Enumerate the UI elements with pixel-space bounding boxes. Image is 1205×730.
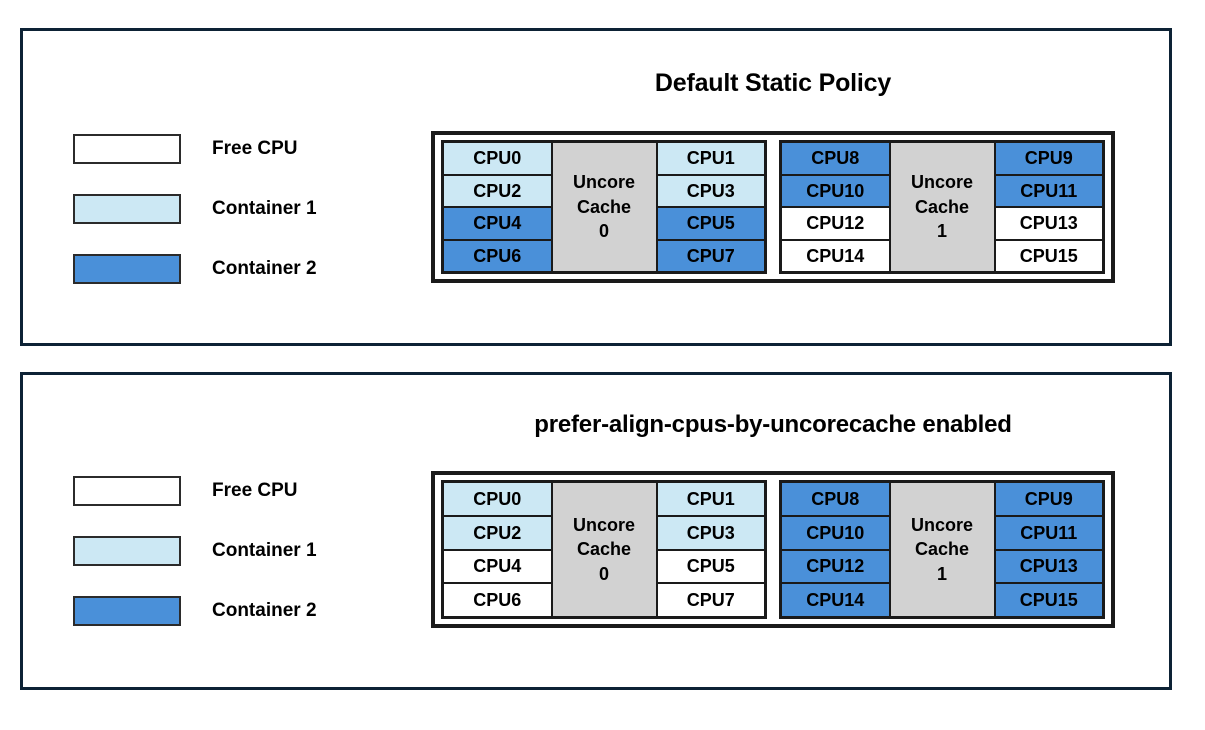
cpu-topology-diagram: CPU0 CPU2 CPU4 CPU6 Uncore Cache 0 CPU1 … — [431, 471, 1115, 628]
uncore-cache-label-line1: Uncore — [910, 172, 973, 193]
cpu-cell: CPU1 — [656, 482, 765, 516]
legend-label-free-cpu: Free CPU — [212, 138, 298, 159]
panel-prefer-align-cpus-by-uncorecache: prefer-align-cpus-by-uncorecache enabled… — [20, 372, 1172, 690]
uncore-cache-label-line2: Cache — [576, 539, 632, 560]
uncore-cache-label-line3: 1 — [936, 221, 947, 242]
cpu-cell: CPU0 — [443, 482, 552, 516]
cpu-cell: CPU14 — [781, 583, 890, 617]
panel-default-static-policy: Default Static Policy Free CPU Container… — [20, 28, 1172, 346]
cpu-cell: CPU12 — [781, 207, 890, 240]
cpu-cell: CPU3 — [656, 174, 765, 207]
cpu-cell: CPU7 — [656, 239, 765, 272]
cpu-column-right-0: CPU1 CPU3 CPU5 CPU7 — [656, 142, 765, 272]
cpu-topology-diagram: CPU0 CPU2 CPU4 CPU6 Uncore Cache 0 CPU1 … — [431, 131, 1115, 283]
cpu-cell: CPU8 — [781, 142, 890, 175]
cpu-cell: CPU5 — [656, 207, 765, 240]
uncore-cache-label-line1: Uncore — [572, 172, 635, 193]
cpu-column-left-1: CPU8 CPU10 CPU12 CPU14 — [781, 142, 890, 272]
uncore-cache-label-line3: 1 — [936, 563, 947, 584]
cpu-cell: CPU7 — [656, 583, 765, 617]
uncore-cache-label-line3: 0 — [598, 221, 609, 242]
uncore-cache-label-line2: Cache — [914, 539, 970, 560]
uncore-cache-label-line2: Cache — [576, 196, 632, 217]
cpu-cell: CPU4 — [443, 549, 552, 584]
legend-label-container-2: Container 2 — [212, 600, 317, 621]
cache-group-0: CPU0 CPU2 CPU4 CPU6 Uncore Cache 0 CPU1 … — [441, 140, 767, 274]
legend-swatch-container-1 — [73, 194, 181, 224]
cpu-cell: CPU13 — [994, 207, 1103, 240]
cache-group-0: CPU0 CPU2 CPU4 CPU6 Uncore Cache 0 CPU1 … — [441, 480, 767, 619]
cpu-column-left-1: CPU8 CPU10 CPU12 CPU14 — [781, 482, 890, 617]
uncore-cache-label-line1: Uncore — [910, 514, 973, 535]
cpu-cell: CPU4 — [443, 207, 552, 240]
legend-swatch-free-cpu — [73, 476, 181, 506]
cpu-cell: CPU0 — [443, 142, 552, 175]
legend-label-container-2: Container 2 — [212, 258, 317, 279]
cpu-column-right-1: CPU9 CPU11 CPU13 CPU15 — [994, 142, 1103, 272]
cpu-cell: CPU15 — [994, 239, 1103, 272]
cpu-cell: CPU2 — [443, 515, 552, 550]
legend-swatch-free-cpu — [73, 134, 181, 164]
cpu-cell: CPU8 — [781, 482, 890, 516]
legend-label-container-1: Container 1 — [212, 540, 317, 561]
cpu-cell: CPU1 — [656, 142, 765, 175]
cpu-column-right-1: CPU9 CPU11 CPU13 CPU15 — [994, 482, 1103, 617]
uncore-cache-label-line2: Cache — [914, 196, 970, 217]
page-title: prefer-align-cpus-by-uncorecache enabled — [534, 411, 1012, 438]
cpu-cell: CPU6 — [443, 239, 552, 272]
uncore-cache-box-1: Uncore Cache 1 — [889, 482, 995, 617]
cpu-column-left-0: CPU0 CPU2 CPU4 CPU6 — [443, 142, 552, 272]
uncore-cache-label-line1: Uncore — [572, 514, 635, 535]
cpu-cell: CPU15 — [994, 583, 1103, 617]
cpu-cell: CPU5 — [656, 549, 765, 584]
cpu-cell: CPU9 — [994, 482, 1103, 516]
cpu-cell: CPU11 — [994, 174, 1103, 207]
cpu-cell: CPU9 — [994, 142, 1103, 175]
cache-group-1: CPU8 CPU10 CPU12 CPU14 Uncore Cache 1 CP… — [779, 140, 1105, 274]
legend-swatch-container-1 — [73, 536, 181, 566]
cpu-cell: CPU10 — [781, 515, 890, 550]
uncore-cache-box-0: Uncore Cache 0 — [551, 142, 657, 272]
legend-swatch-container-2 — [73, 596, 181, 626]
cpu-cell: CPU6 — [443, 583, 552, 617]
cpu-cell: CPU12 — [781, 549, 890, 584]
uncore-cache-label-line3: 0 — [598, 563, 609, 584]
cpu-cell: CPU10 — [781, 174, 890, 207]
page-title: Default Static Policy — [654, 69, 892, 97]
uncore-cache-box-1: Uncore Cache 1 — [889, 142, 995, 272]
cpu-cell: CPU3 — [656, 515, 765, 550]
cpu-column-right-0: CPU1 CPU3 CPU5 CPU7 — [656, 482, 765, 617]
cpu-cell: CPU11 — [994, 515, 1103, 550]
cpu-cell: CPU14 — [781, 239, 890, 272]
cpu-cell: CPU13 — [994, 549, 1103, 584]
cpu-cell: CPU2 — [443, 174, 552, 207]
cpu-column-left-0: CPU0 CPU2 CPU4 CPU6 — [443, 482, 552, 617]
legend-label-free-cpu: Free CPU — [212, 480, 298, 501]
cache-group-1: CPU8 CPU10 CPU12 CPU14 Uncore Cache 1 CP… — [779, 480, 1105, 619]
legend-swatch-container-2 — [73, 254, 181, 284]
legend-label-container-1: Container 1 — [212, 198, 317, 219]
uncore-cache-box-0: Uncore Cache 0 — [551, 482, 657, 617]
